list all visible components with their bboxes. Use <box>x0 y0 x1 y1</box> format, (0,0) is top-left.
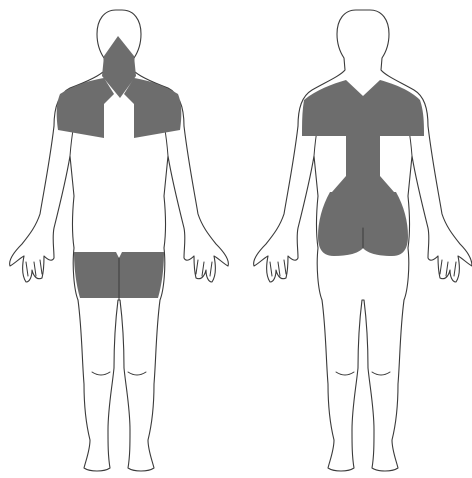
front-figure <box>10 10 229 471</box>
back-figure <box>254 10 472 471</box>
